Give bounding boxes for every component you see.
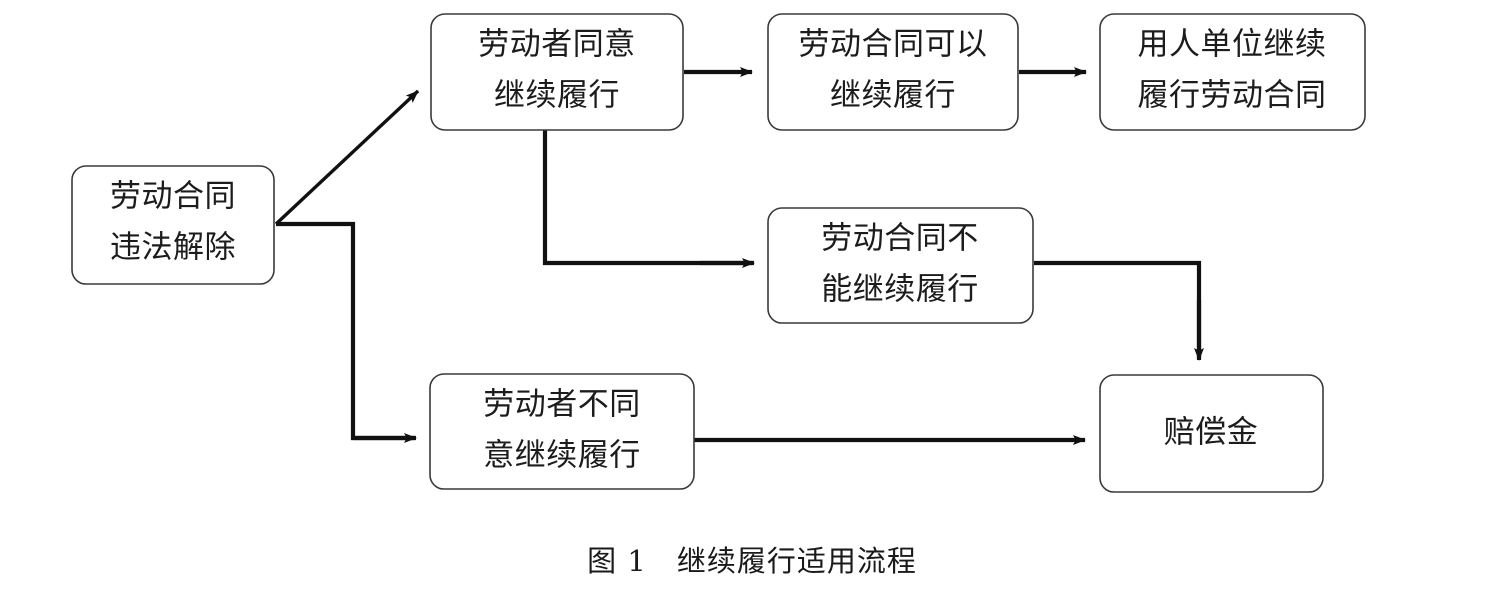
node-contract-cannot-continue-line2: 能继续履行 xyxy=(821,272,979,308)
edge-agrees-to-cannot-continue xyxy=(542,130,755,268)
node-worker-disagrees-line1: 劳动者不同 xyxy=(483,387,641,423)
node-worker-disagrees-line2: 意继续履行 xyxy=(483,438,641,474)
node-illegal-termination-line1: 劳动合同 xyxy=(110,179,236,215)
node-worker-disagrees[interactable]: 劳动者不同 意继续履行 xyxy=(429,373,695,490)
figure-caption: 图 1 继续履行适用流程 xyxy=(587,544,917,578)
node-employer-continues[interactable]: 用人单位继续 履行劳动合同 xyxy=(1099,13,1366,131)
edge-cannot-continue-to-compensation xyxy=(1034,260,1204,361)
node-employer-continues-line1: 用人单位继续 xyxy=(1138,27,1327,63)
node-worker-agrees[interactable]: 劳动者同意 继续履行 xyxy=(430,13,684,131)
node-contract-cannot-continue[interactable]: 劳动合同不 能继续履行 xyxy=(767,207,1034,324)
node-illegal-termination-line2: 违法解除 xyxy=(110,230,236,266)
edge-to-worker-disagrees xyxy=(276,221,417,443)
node-contract-can-continue-line2: 继续履行 xyxy=(830,78,956,114)
node-contract-can-continue[interactable]: 劳动合同可以 继续履行 xyxy=(767,13,1019,131)
node-compensation[interactable]: 赔偿金 xyxy=(1099,374,1324,493)
node-contract-can-continue-line1: 劳动合同可以 xyxy=(799,27,988,63)
edge-to-worker-agrees xyxy=(274,89,420,226)
node-employer-continues-line2: 履行劳动合同 xyxy=(1138,78,1327,114)
node-illegal-termination[interactable]: 劳动合同 违法解除 xyxy=(71,165,275,285)
node-compensation-line1: 赔偿金 xyxy=(1164,415,1259,451)
node-worker-agrees-line1: 劳动者同意 xyxy=(478,27,636,63)
node-contract-cannot-continue-line1: 劳动合同不 xyxy=(821,221,979,257)
node-worker-agrees-line2: 继续履行 xyxy=(494,78,620,114)
